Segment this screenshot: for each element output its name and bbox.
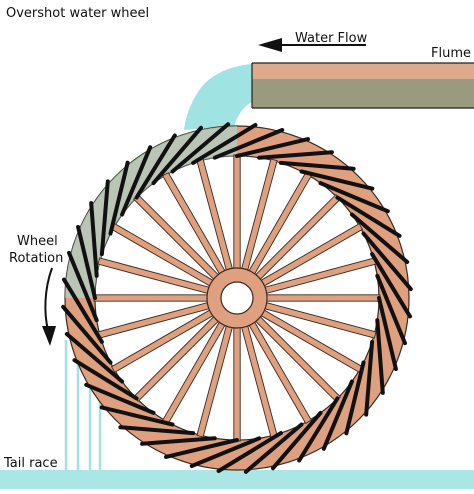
wheel-bucket [108, 160, 130, 236]
flume-label: Flume [431, 46, 471, 61]
wheel-bucket [243, 422, 304, 474]
wheel-bucket [377, 296, 398, 371]
wheel-bucket [164, 438, 239, 459]
wheel-bucket [118, 425, 196, 436]
wheel-bucket [364, 339, 375, 417]
wheel-bucket [61, 304, 113, 365]
wheel-bucket [344, 360, 366, 436]
rotation-arrow [42, 267, 56, 346]
wheel-rotation-label-line1: Wheel [17, 234, 58, 249]
wheel-bucket [335, 195, 402, 238]
wheel-bucket [151, 125, 203, 186]
wheel-bucket [212, 128, 285, 160]
wheel-bucket [120, 145, 153, 217]
wheel-bucket [134, 133, 177, 200]
rotation-arrowhead [42, 326, 56, 346]
flume [251, 62, 474, 109]
wheel-bucket [299, 169, 375, 191]
wheel-bucket [64, 332, 125, 384]
wheel-spoke [233, 154, 241, 271]
water-flow-arrow [258, 38, 366, 52]
wheel-bucket [321, 379, 354, 451]
wheel-rotation-label-line2: Rotation [9, 251, 63, 266]
wheel-spoke [253, 314, 342, 403]
wheel-spoke [264, 294, 381, 302]
water-drip-lines [64, 340, 102, 470]
wheel-bucket [72, 358, 139, 401]
wheel-bucket [170, 122, 231, 174]
water-flow-arrowhead [258, 38, 282, 52]
tail-race-water [0, 470, 474, 489]
wheel-bucket [375, 318, 385, 395]
wheel-bucket [140, 436, 217, 446]
tail-race-label: Tail race [3, 456, 58, 471]
wheel-spoke [253, 193, 342, 282]
wheel-bucket [89, 201, 99, 278]
wheel-bucket [191, 123, 258, 165]
wheel-buckets [61, 122, 413, 474]
wheel-spoke [132, 193, 221, 282]
wheel-axle [220, 281, 254, 315]
wheel-bucket [216, 431, 283, 473]
wheel-spoke [233, 325, 241, 442]
wheel-bucket [189, 436, 262, 468]
wheel-bucket [318, 181, 390, 214]
wheel-bucket [84, 382, 156, 415]
wheel-bucket [271, 410, 323, 471]
wheel-bucket [278, 160, 356, 171]
water-flow-label: Water Flow [295, 31, 368, 46]
wheel-bucket [67, 250, 99, 323]
water-stream [184, 64, 252, 130]
wheel-bucket [99, 179, 110, 257]
wheel-bucket [370, 252, 412, 319]
flume-bottom [252, 79, 474, 108]
wheel-bucket [375, 273, 407, 346]
wheel-bucket [349, 212, 410, 264]
wheel-bucket [297, 396, 340, 463]
diagram-title: Overshot water wheel [6, 6, 149, 21]
wheel-spoke [93, 294, 210, 302]
wheel-bucket [235, 137, 310, 158]
wheel-bucket [361, 231, 413, 292]
wheel-bucket [257, 150, 334, 160]
wheel-spoke [132, 314, 221, 403]
wheel-bucket [76, 225, 97, 300]
wheel-bucket [62, 277, 104, 344]
flume-top [252, 63, 474, 79]
wheel-bucket [99, 405, 175, 427]
